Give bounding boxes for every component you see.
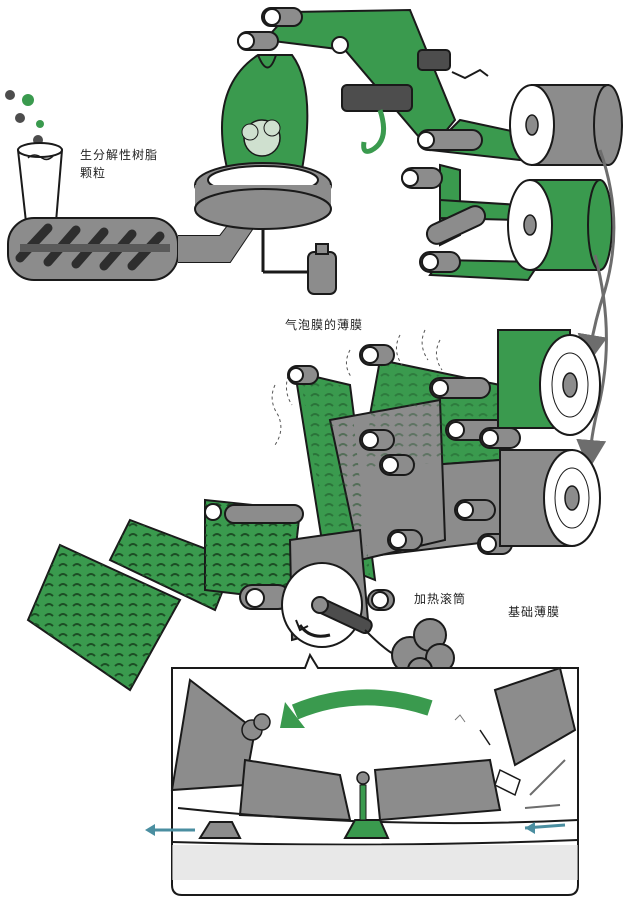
film-roll-gray-mid <box>499 449 601 547</box>
extruder-screw <box>7 209 256 281</box>
resin-pellets-label-line1: 生分解性树脂 <box>80 148 159 162</box>
die-ring <box>194 162 332 274</box>
hopper <box>16 142 64 227</box>
transfer-arrow-upper <box>577 149 616 365</box>
output-film-sheets <box>26 498 302 692</box>
base-film-label: 基础薄膜 <box>508 605 561 619</box>
detail-callout <box>145 652 579 896</box>
film-roll-upper <box>509 84 623 166</box>
air-bottle <box>307 243 337 295</box>
guide-rollers-top <box>237 7 489 273</box>
lamination-rollers <box>287 344 521 611</box>
resin-pellets-label-line2: 颗粒 <box>80 166 107 180</box>
heat-wisps <box>271 329 443 446</box>
heated-drum-label: 加热滚筒 <box>414 592 467 606</box>
film-roll-lower <box>507 179 613 271</box>
resin-pellets <box>5 90 44 145</box>
heated-drum <box>204 503 396 656</box>
blown-film-bubble <box>221 54 309 181</box>
bubble-film-label: 气泡膜的薄膜 <box>285 318 364 332</box>
film-roll-green-mid <box>497 329 601 436</box>
transfer-arrow-lower <box>576 254 608 470</box>
